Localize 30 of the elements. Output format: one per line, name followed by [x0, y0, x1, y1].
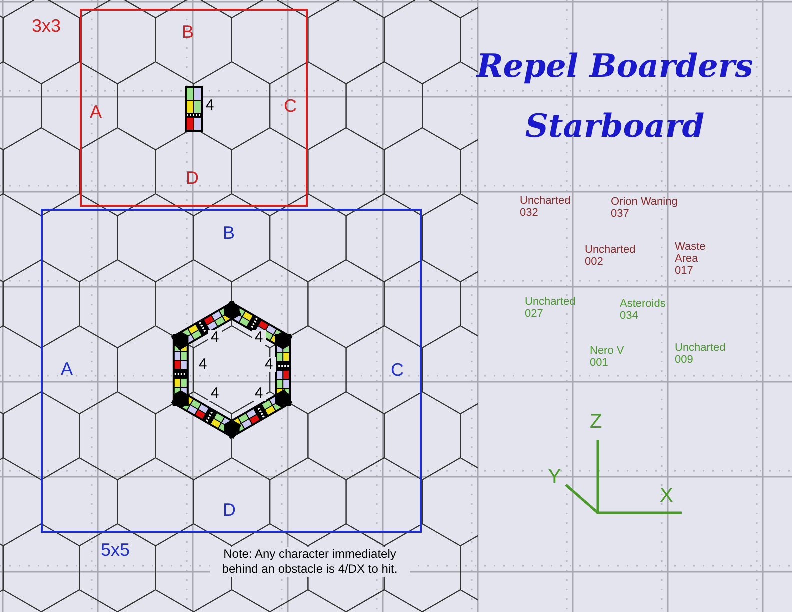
side-label: A	[61, 360, 74, 378]
segment-number: 4	[203, 98, 217, 113]
title: Repel Boarders Starboard	[475, 46, 754, 147]
segment-number: 4	[196, 357, 210, 372]
side-label: D	[223, 501, 236, 519]
side-label: B	[223, 224, 236, 242]
location-label: Nero V 001	[590, 345, 626, 369]
location-label: Asteroids 034	[620, 298, 667, 322]
segment-number: 4	[208, 330, 222, 345]
area-size-label: 3x3	[32, 17, 62, 35]
axis-label: Y	[548, 467, 562, 487]
location-label: Uncharted 002	[585, 244, 637, 268]
axis-label: Z	[590, 412, 604, 432]
note-text: Note: Any character immediately behind an obstacle is 4/DX to hit.	[210, 547, 410, 577]
segment-number: 4	[252, 386, 266, 401]
side-label: C	[391, 361, 404, 379]
location-label: Uncharted 009	[675, 342, 727, 366]
side-label: A	[90, 103, 102, 121]
side-label: D	[186, 169, 199, 187]
location-label: Uncharted 027	[525, 296, 577, 320]
location-label: Orion Waning 037	[611, 196, 679, 220]
side-label: B	[182, 23, 194, 41]
location-label: Waste Area 017	[675, 241, 707, 277]
side-label: C	[284, 97, 297, 115]
segment-number: 4	[262, 357, 276, 372]
segment-number: 4	[252, 330, 266, 345]
area-size-label: 5x5	[101, 541, 130, 559]
axis-label: X	[660, 486, 674, 506]
segment-number: 4	[208, 386, 222, 401]
location-label: Uncharted 032	[520, 195, 572, 219]
